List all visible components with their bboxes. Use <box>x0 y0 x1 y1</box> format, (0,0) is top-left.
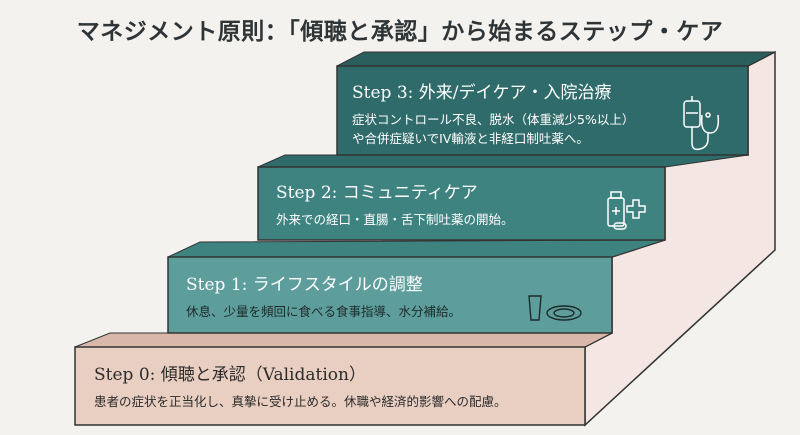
medicine-bottle-icon <box>607 191 646 230</box>
step-0-heading: Step 0: 傾聴と承認（Validation） <box>94 365 366 385</box>
step-0-description: 患者の症状を正当化し、真摯に受け止める。休職や経済的影響への配慮。 <box>94 394 507 409</box>
step-2-front <box>257 166 666 241</box>
step-2-heading: Step 2: コミュニティケア <box>276 183 478 203</box>
step-1-description: 休息、少量を頻回に食べる食事指導、水分補給。 <box>186 304 462 319</box>
glass-and-plate-icon <box>528 295 582 321</box>
step-2-top <box>257 154 749 168</box>
iv-drip-stethoscope-icon <box>683 96 720 151</box>
step-3-top <box>336 51 776 67</box>
step-1-heading: Step 1: ライフスタイルの調整 <box>186 275 423 295</box>
step-3-front <box>336 65 749 156</box>
step-3: Step 3: 外来/デイケア・入院治療 症状コントロール不良、脱水（体重減少5… <box>352 78 634 148</box>
step-1: Step 1: ライフスタイルの調整 休息、少量を頻回に食べる食事指導、水分補給… <box>186 270 461 321</box>
step-3-description-line-2: や合併症疑いでIV輸液と非経口制吐薬へ。 <box>352 131 589 146</box>
step-3-description: 症状コントロール不良、脱水（体重減少5%以上） や合併症疑いでIV輸液と非経口制… <box>352 110 634 148</box>
step-0: Step 0: 傾聴と承認（Validation） 患者の症状を正当化し、真摯に… <box>94 360 507 411</box>
step-0-top <box>74 332 613 348</box>
step-3-description-line-1: 症状コントロール不良、脱水（体重減少5%以上） <box>352 112 635 127</box>
step-0-front <box>74 346 586 426</box>
step-1-top <box>167 239 666 258</box>
page-title: マネジメント原則：「傾聴と承認」から始まるステップ・ケア <box>76 19 724 45</box>
step-3-heading: Step 3: 外来/デイケア・入院治療 <box>352 83 612 103</box>
step-2: Step 2: コミュニティケア 外来での経口・直腸・舌下制吐薬の開始。 <box>276 178 514 229</box>
step-2-description: 外来での経口・直腸・舌下制吐薬の開始。 <box>276 212 514 227</box>
